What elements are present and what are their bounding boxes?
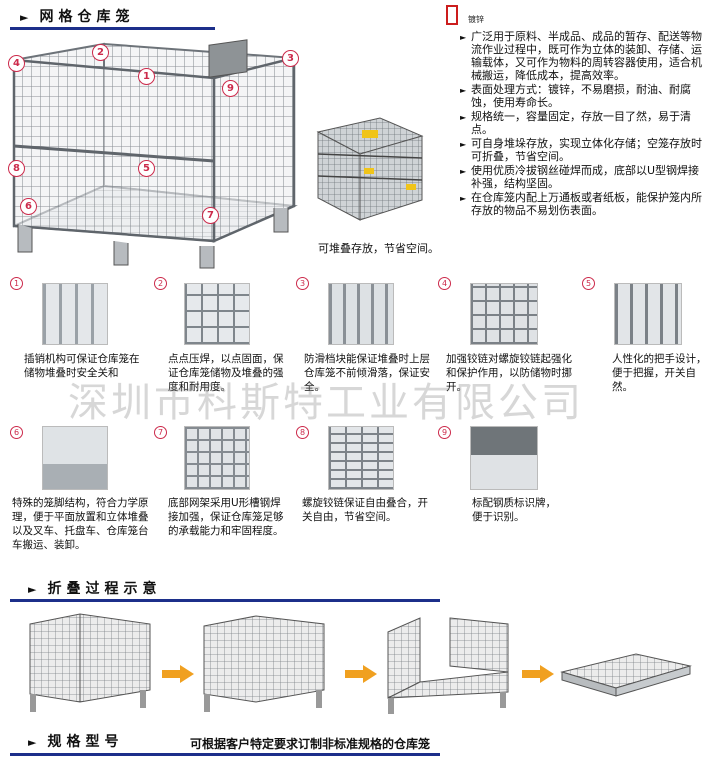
cage-foot-image bbox=[42, 426, 108, 490]
detail-card: 8 螺旋铰链保证自由叠合，开关自由，节省空间。 bbox=[292, 420, 432, 550]
detail-number: 3 bbox=[296, 277, 309, 290]
detail-card: 6 特殊的笼脚结构，符合力学原理，便于平面放置和立体堆叠以及叉车、托盘车、仓库笼… bbox=[8, 420, 149, 551]
detail-number: 6 bbox=[10, 426, 23, 439]
orange-arrow-icon bbox=[522, 665, 554, 683]
detail-card: 1 插销机构可保证仓库笼在储物堆叠时安全关和 bbox=[8, 275, 148, 405]
detail-card: 9 标配钢质标识牌，便于识别。 bbox=[434, 420, 574, 550]
detail-text: 特殊的笼脚结构，符合力学原理，便于平面放置和立体堆叠以及叉车、托盘车、仓库笼台车… bbox=[12, 497, 149, 551]
folding-step-4 bbox=[560, 653, 692, 697]
legend-label: 镀锌 bbox=[468, 15, 484, 24]
feature-item: ►规格统一，容量固定，存放一目了然，易于清点。 bbox=[460, 110, 691, 136]
label-plate-image bbox=[470, 426, 538, 490]
detail-number: 4 bbox=[438, 277, 451, 290]
company-watermark: 深圳市科斯特工业有限公司 bbox=[68, 380, 584, 426]
orange-arrow-icon bbox=[345, 665, 377, 683]
spiral-hinge-image bbox=[328, 426, 394, 490]
detail-text: 标配钢质标识牌，便于识别。 bbox=[472, 497, 556, 523]
detail-text: 螺旋铰链保证自由叠合，开关自由，节省空间。 bbox=[302, 497, 428, 523]
callout-7: 7 bbox=[202, 207, 219, 224]
section-header-spec: ►规格型号 bbox=[28, 731, 188, 751]
detail-number: 8 bbox=[296, 426, 309, 439]
feature-list: ►广泛用于原料、半成品、成品的暂存、配送等物流作业过程中，既可作为立体的装卸、存… bbox=[460, 30, 710, 218]
callout-5: 5 bbox=[138, 160, 155, 177]
folding-step-3 bbox=[387, 617, 509, 714]
feature-item: ►可自身堆垛存放，实现立体化存储；空笼存放时可折叠，节省空间。 bbox=[460, 137, 702, 163]
section-header-folding: ►折叠过程示意 bbox=[28, 578, 248, 598]
section-title: ►折叠过程示意 bbox=[28, 581, 162, 597]
detail-text: 防滑档块能保证堆叠时上层仓库笼不前倾滑落，保证安全。 bbox=[304, 353, 430, 393]
callout-8: 8 bbox=[8, 160, 25, 177]
hinge-pin-image bbox=[42, 283, 108, 345]
detail-text: 人性化的把手设计，便于把握，开关自然。 bbox=[612, 353, 707, 393]
feature-item: ►广泛用于原料、半成品、成品的暂存、配送等物流作业过程中，既可作为立体的装卸、存… bbox=[460, 30, 702, 82]
section-header-wire-cage: ►网格仓库笼 bbox=[20, 6, 220, 28]
folding-step-1 bbox=[29, 613, 151, 712]
callout-2: 2 bbox=[92, 44, 109, 61]
detail-card: 3 防滑档块能保证堆叠时上层仓库笼不前倾滑落，保证安全。 bbox=[292, 275, 432, 405]
folding-step-2 bbox=[203, 615, 325, 712]
stack-caption: 可堆叠存放，节省空间。 bbox=[318, 242, 439, 255]
detail-card: 4 加强铰链对螺旋铰链起强化和保护作用，以防储物时挪开。 bbox=[434, 275, 574, 405]
detail-number: 2 bbox=[154, 277, 167, 290]
detail-text: 点点压焊，以点固面，保证仓库笼储物及堆叠的强度和耐用度。 bbox=[168, 353, 284, 393]
detail-text: 插销机构可保证仓库笼在储物堆叠时安全关和 bbox=[24, 353, 140, 379]
u-channel-base-image bbox=[184, 426, 250, 490]
feature-item: ►在仓库笼内配上万通板或者纸板，能保护笼内所存放的物品不易划伤表面。 bbox=[460, 191, 702, 217]
detail-number: 1 bbox=[10, 277, 23, 290]
legend-swatch bbox=[446, 4, 458, 25]
detail-card: 5 人性化的把手设计，便于把握，开关自然。 bbox=[578, 275, 718, 405]
feature-item: ►使用优质冷拔钢丝碰焊而成，底部以U型钢焊接补强，结构坚固。 bbox=[460, 164, 700, 190]
detail-number: 5 bbox=[582, 277, 595, 290]
detail-text: 加强铰链对螺旋铰链起强化和保护作用，以防储物时挪开。 bbox=[446, 353, 572, 393]
callout-1: 1 bbox=[138, 68, 155, 85]
detail-card: 2 点点压焊，以点固面，保证仓库笼储物及堆叠的强度和耐用度。 bbox=[150, 275, 290, 405]
stacked-cages-image bbox=[316, 117, 424, 221]
callout-3: 3 bbox=[282, 50, 299, 67]
section-divider bbox=[10, 599, 440, 602]
orange-arrow-icon bbox=[162, 665, 194, 683]
galvanized-legend: 镀锌 bbox=[446, 4, 484, 25]
detail-card: 7 底部网架采用U形槽钢焊接加强，保证仓库笼足够的承载能力和牢固程度。 bbox=[150, 420, 290, 550]
wire-cage-illustration bbox=[12, 39, 298, 269]
reinforced-hinge-image bbox=[470, 283, 538, 345]
section-title: ►网格仓库笼 bbox=[20, 9, 135, 25]
detail-number: 7 bbox=[154, 426, 167, 439]
spec-note: 可根据客户特定要求订制非标准规格的仓库笼 bbox=[190, 737, 431, 751]
section-divider bbox=[10, 27, 215, 30]
section-title: ►规格型号 bbox=[28, 734, 124, 750]
spot-weld-image bbox=[184, 283, 250, 345]
callout-9: 9 bbox=[222, 80, 239, 97]
section-divider bbox=[10, 753, 440, 756]
detail-text: 底部网架采用U形槽钢焊接加强，保证仓库笼足够的承载能力和牢固程度。 bbox=[168, 497, 284, 537]
feature-item: ►表面处理方式：镀锌，不易磨损，耐油、耐腐蚀，使用寿命长。 bbox=[460, 83, 691, 109]
callout-4: 4 bbox=[8, 55, 25, 72]
handle-image bbox=[614, 283, 682, 345]
anti-slip-image bbox=[328, 283, 394, 345]
detail-number: 9 bbox=[438, 426, 451, 439]
callout-6: 6 bbox=[20, 198, 37, 215]
